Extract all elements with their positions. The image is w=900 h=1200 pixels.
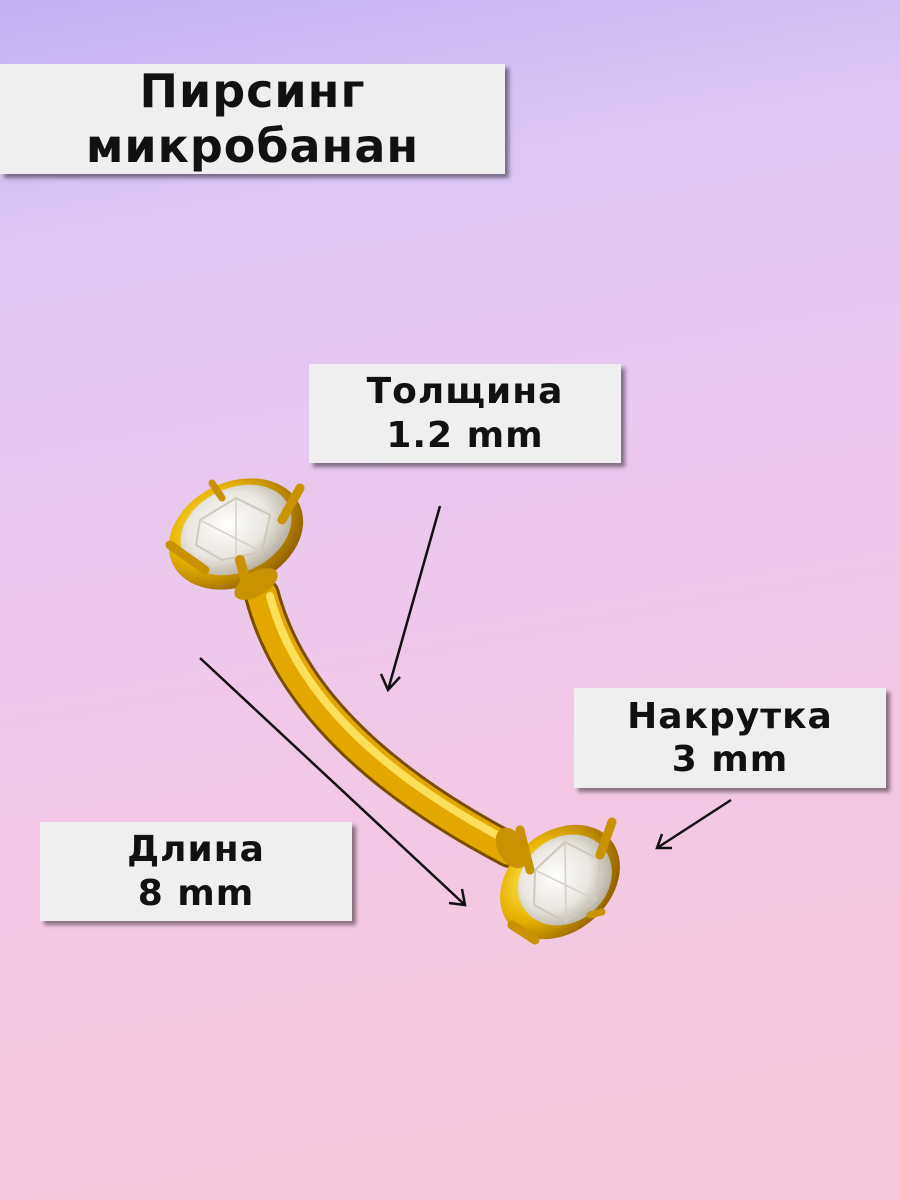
thickness-value: 1.2 mm — [386, 414, 544, 456]
length-value: 8 mm — [137, 872, 255, 914]
top-gem-setting — [165, 478, 305, 600]
length-arrow — [199, 657, 467, 907]
thickness-name: Толщина — [366, 371, 564, 413]
title-line-2: микробанан — [85, 119, 420, 173]
bottom-gem-setting — [495, 817, 620, 945]
thread-name: Накрутка — [627, 695, 833, 737]
thickness-label: Толщина 1.2 mm — [309, 364, 621, 463]
barbell-shaft — [244, 577, 528, 868]
product-title: Пирсинг микробанан — [0, 64, 505, 174]
length-label: Длина 8 mm — [40, 822, 352, 921]
thread-value: 3 mm — [671, 739, 789, 780]
thread-arrow — [655, 798, 732, 850]
thickness-arrow — [379, 505, 442, 693]
thread-label: Накрутка 3 mm — [574, 688, 886, 788]
title-line-1: Пирсинг — [139, 63, 366, 118]
length-name: Длина — [127, 829, 265, 871]
